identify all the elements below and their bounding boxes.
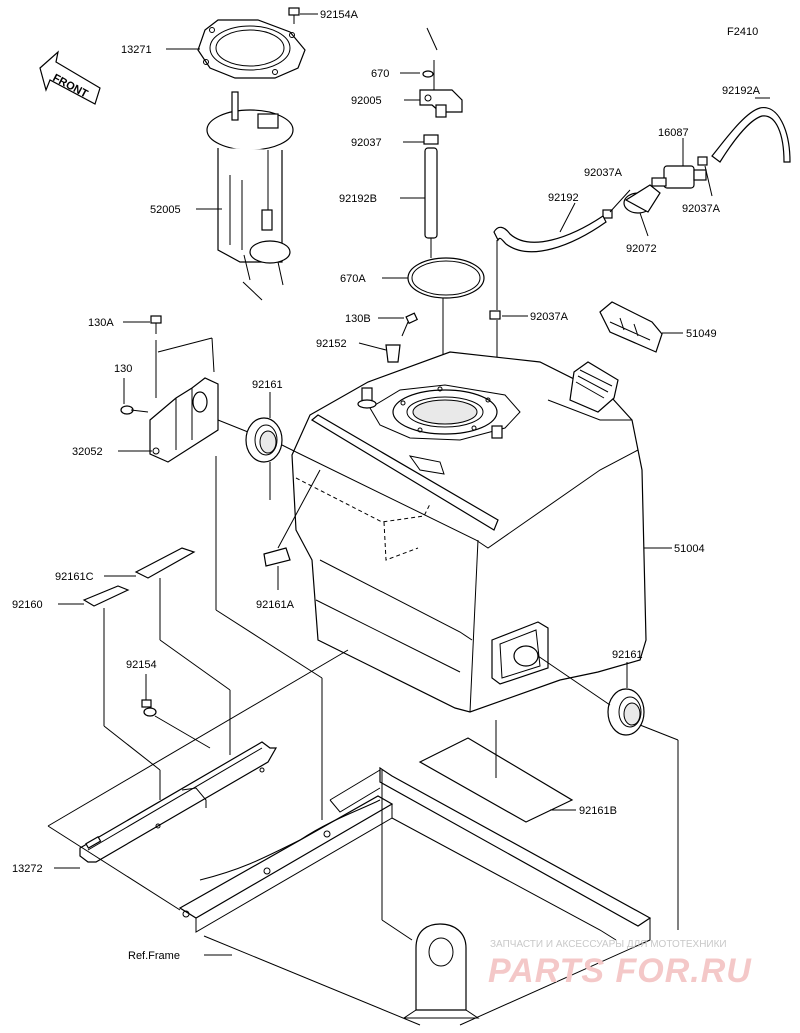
hose-92192A-part (711, 107, 791, 163)
bolt-130A-part (150, 315, 162, 334)
label-51004: 51004 (674, 543, 705, 555)
front-arrow-icon: FRONT (39, 50, 101, 105)
watermark-tagline: ЗАПЧАСТИ И АКСЕССУАРЫ ДЛЯ МОТОТЕХНИКИ (490, 939, 727, 950)
label-52005: 52005 (150, 204, 181, 216)
clamp-92037A-upper-part (697, 156, 708, 166)
joint-92072-part (623, 184, 661, 214)
label-13271: 13271 (121, 44, 152, 56)
clamp-92037A-lower-part (489, 310, 501, 320)
label-16087: 16087 (658, 127, 689, 139)
label-130A: 130A (88, 317, 114, 329)
label-92037A-upper-right: 92037A (682, 203, 721, 215)
tank-bracket-13272-part (79, 741, 278, 863)
grommet-92161-lower-part (607, 688, 645, 736)
label-92072: 92072 (626, 243, 657, 255)
label-92160: 92160 (12, 599, 43, 611)
bolt-130B-part (401, 312, 419, 337)
bracket-32052-part (149, 337, 219, 463)
grommet-92161-upper-part (245, 417, 283, 463)
pad-92161C-part (134, 547, 196, 579)
vent-valve-92005-part (419, 89, 463, 118)
bolt-92154-part (141, 699, 157, 717)
label-92037: 92037 (351, 137, 382, 149)
fuel-cap-51049-part (599, 301, 663, 353)
label-32052: 32052 (72, 446, 103, 458)
fuel-tank-51004-part (291, 351, 647, 713)
hose-92192B-part (424, 147, 438, 239)
label-92154A: 92154A (320, 9, 359, 21)
o-ring-670-part (422, 70, 434, 78)
hose-92192-part (493, 215, 607, 253)
pad-92161B-part (418, 737, 574, 823)
fuel-pump-assembly-part (206, 91, 294, 286)
label-92161A: 92161A (256, 599, 295, 611)
label-92192B: 92192B (339, 193, 377, 205)
grommet-92152-part (385, 344, 401, 363)
label-92161-lower: 92161 (612, 649, 643, 661)
vehicle-frame-part (47, 649, 652, 1026)
bolt-130-part (120, 405, 149, 415)
label-92161B: 92161B (579, 805, 617, 817)
label-92037A-lower: 92037A (530, 311, 569, 323)
label-130: 130 (114, 363, 132, 375)
bolt-92154A-part (288, 7, 300, 24)
label-130B: 130B (345, 313, 371, 325)
clamp-92037-part (423, 134, 439, 145)
clamp-92037A-mid-part (602, 209, 613, 219)
pad-92160-part (82, 585, 130, 607)
label-92161-upper: 92161 (252, 379, 283, 391)
o-ring-670A-part (407, 257, 485, 299)
pad-92161A-part (263, 547, 291, 567)
label-670A: 670A (340, 273, 366, 285)
label-51049: 51049 (686, 328, 717, 340)
label-92037A-mid: 92037A (584, 167, 623, 179)
label-92192A: 92192A (722, 85, 761, 97)
label-670: 670 (371, 68, 389, 80)
label-92152: 92152 (316, 338, 347, 350)
label-92154: 92154 (126, 659, 157, 671)
label-92005: 92005 (351, 95, 382, 107)
pump-gasket-part (197, 19, 306, 79)
label-ref-frame: Ref.Frame (128, 950, 180, 962)
watermark-brand: PARTS FOR.RU (488, 952, 752, 990)
label-13272: 13272 (12, 863, 43, 875)
fuel-filter-16087-part (651, 165, 707, 189)
figure-code: F2410 (727, 26, 758, 38)
label-92192: 92192 (548, 192, 579, 204)
label-92161C: 92161C (55, 571, 94, 583)
